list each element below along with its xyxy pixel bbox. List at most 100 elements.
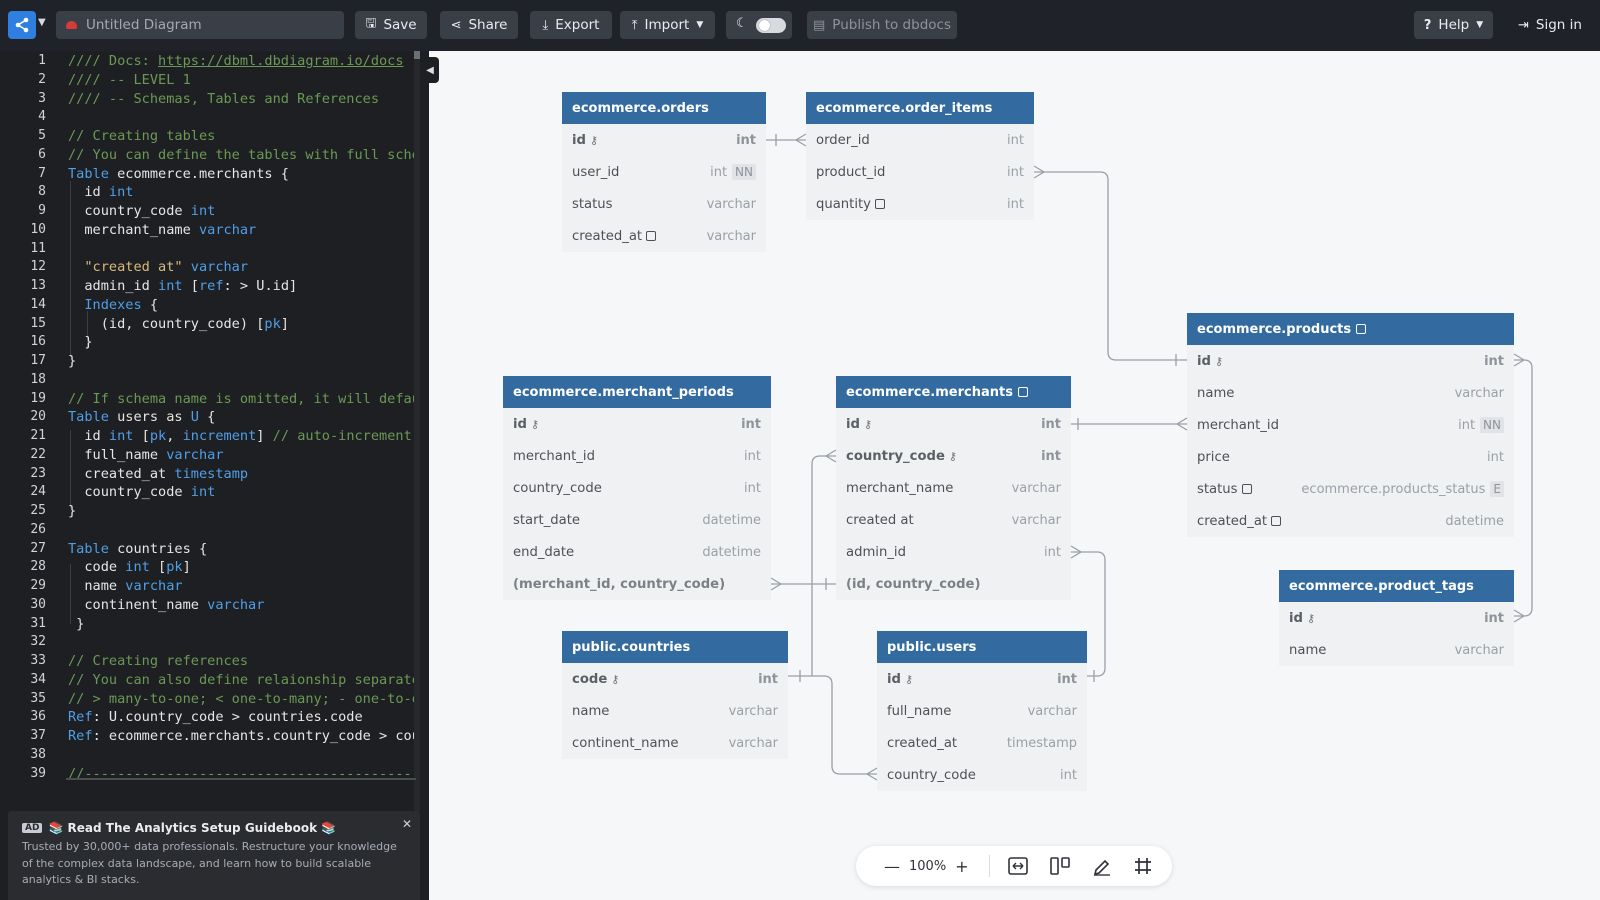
code-line[interactable]: } [68, 503, 76, 519]
auto-arrange-icon[interactable] [1049, 857, 1070, 875]
note-icon[interactable] [1017, 387, 1028, 397]
note-icon[interactable] [1271, 516, 1282, 526]
table-header[interactable]: ecommerce.order_items [806, 92, 1034, 124]
code-line[interactable]: created_at timestamp [68, 466, 248, 482]
collapse-editor-button[interactable]: ◀ [421, 57, 439, 83]
publish-dbdocs-button[interactable]: ▤ Publish to dbdocs [807, 11, 957, 39]
zoom-out-icon[interactable]: — [884, 856, 900, 876]
table-header[interactable]: ecommerce.orders [562, 92, 766, 124]
dark-mode-toggle[interactable]: ☾ [726, 11, 792, 39]
code-line[interactable]: } [68, 353, 76, 369]
code-line[interactable]: id int [pk, increment] // auto-increment [68, 428, 411, 444]
zoom-level[interactable]: 100% [909, 858, 947, 874]
code-line[interactable]: // If schema name is omitted, it will de… [68, 391, 420, 407]
ad-banner[interactable]: AD 📚 Read The Analytics Setup Guidebook … [8, 811, 420, 900]
table-field-row[interactable]: (merchant_id, country_code) [503, 568, 771, 600]
fit-to-screen-icon[interactable] [1007, 857, 1028, 875]
code-line[interactable]: code int [pk] [68, 559, 190, 575]
table-field-row[interactable]: id⚷int [1279, 602, 1514, 634]
zoom-in-icon[interactable]: + [955, 856, 969, 876]
code-line[interactable]: // > many-to-one; < one-to-many; - one-t… [68, 691, 420, 707]
code-line[interactable]: Table ecommerce.merchants { [68, 166, 289, 182]
table-field-row[interactable]: code⚷int [562, 663, 788, 695]
ad-title[interactable]: 📚 Read The Analytics Setup Guidebook 📚 [48, 821, 337, 835]
scrollbar-thumb[interactable] [414, 51, 420, 59]
table-header[interactable]: ecommerce.merchants [836, 376, 1071, 408]
table-field-row[interactable]: id⚷int [503, 408, 771, 440]
code-line[interactable]: // You can also define relaionship separ… [68, 672, 420, 688]
editor-scrollbar[interactable] [414, 51, 420, 811]
import-button[interactable]: ⤒ Import ▼ [620, 11, 715, 39]
code-line[interactable]: } [68, 616, 84, 632]
code-line[interactable]: //// -- LEVEL 1 [68, 72, 191, 88]
code-line[interactable]: (id, country_code) [pk] [68, 316, 289, 332]
grid-icon[interactable] [1134, 857, 1152, 875]
diagram-title-input[interactable]: Untitled Diagram [56, 11, 344, 39]
code-line[interactable]: } [68, 334, 92, 350]
code-line[interactable]: "created at" varchar [68, 259, 248, 275]
code-line[interactable]: full_name varchar [68, 447, 223, 463]
note-icon[interactable] [1356, 324, 1367, 334]
code-line[interactable]: country_code int [68, 203, 215, 219]
note-icon[interactable] [646, 231, 657, 241]
table-field-row[interactable]: id⚷int [562, 124, 766, 156]
table-field-row[interactable]: (id, country_code) [836, 568, 1071, 600]
code-line[interactable]: // Creating references [68, 653, 248, 669]
sign-in-button[interactable]: ⇥ Sign in [1508, 11, 1592, 39]
logo-chevron-down-icon[interactable]: ▼ [38, 17, 46, 28]
save-button[interactable]: 🖫 Save [355, 11, 427, 39]
help-button[interactable]: ? Help ▼ [1414, 11, 1493, 39]
close-icon[interactable]: ✕ [401, 817, 412, 831]
code-line[interactable]: merchant_name varchar [68, 222, 256, 238]
note-icon[interactable] [874, 199, 885, 209]
table-field-row[interactable]: country_code⚷int [836, 440, 1071, 472]
table-field-row[interactable]: id⚷int [1187, 345, 1514, 377]
table-header[interactable]: public.countries [562, 631, 788, 663]
table-header[interactable]: ecommerce.merchant_periods [503, 376, 771, 408]
code-line[interactable]: //// Docs: https://dbml.dbdiagram.io/doc… [68, 53, 404, 69]
code-line[interactable]: country_code int [68, 484, 215, 500]
code-line[interactable]: Table countries { [68, 541, 207, 557]
table-field-row[interactable]: id⚷int [836, 408, 1071, 440]
table-header[interactable]: ecommerce.product_tags [1279, 570, 1514, 602]
share-button[interactable]: ⋖ Share [440, 11, 518, 39]
note-icon[interactable] [1241, 484, 1252, 494]
code-line[interactable]: continent_name varchar [68, 597, 264, 613]
table-header[interactable]: ecommerce.products [1187, 313, 1514, 345]
table-header[interactable]: public.users [877, 631, 1087, 663]
table-field-row[interactable]: id⚷int [877, 663, 1087, 695]
code-line[interactable]: Ref: ecommerce.merchants.country_code > … [68, 728, 420, 744]
code-line[interactable]: id int [68, 184, 133, 200]
editor-horizontal-scrollbar[interactable] [66, 778, 416, 780]
